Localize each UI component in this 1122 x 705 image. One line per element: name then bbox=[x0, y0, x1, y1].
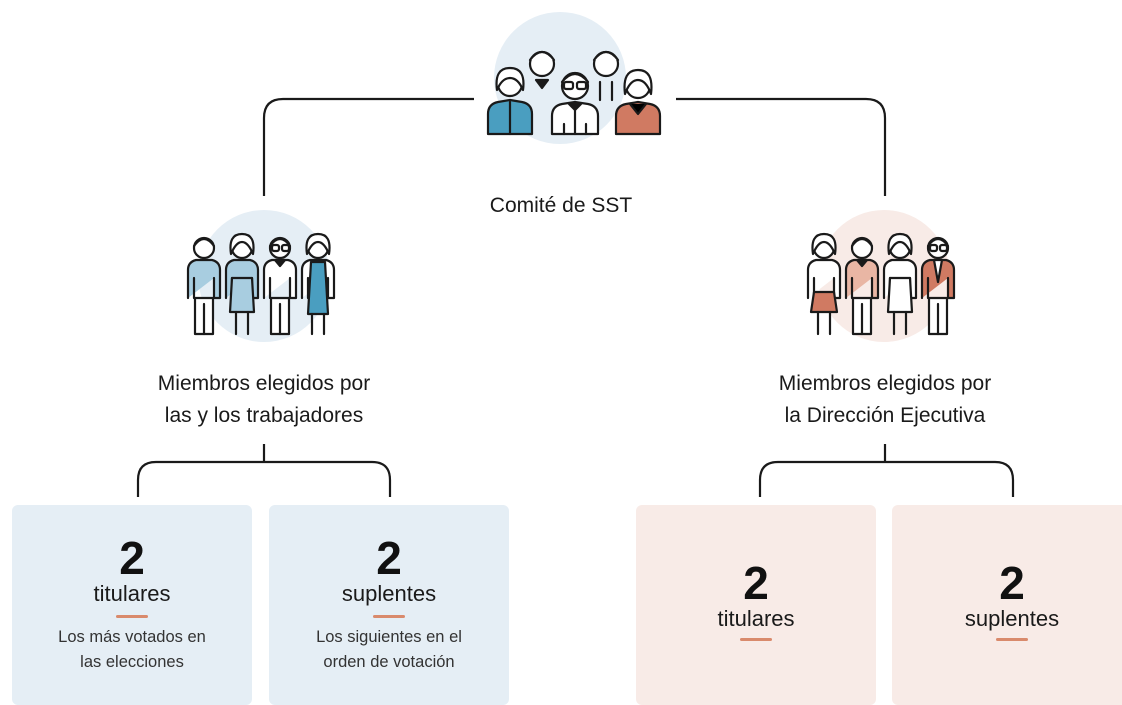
workers-titulares-kind: titulares bbox=[93, 581, 171, 606]
workers-group-icon bbox=[186, 232, 336, 336]
management-titulares-kind: titulares bbox=[717, 606, 795, 631]
accent-underline bbox=[116, 615, 148, 618]
connector-right-fork bbox=[758, 460, 1015, 497]
accent-underline bbox=[373, 615, 405, 618]
workers-titulares-desc-line2: las elecciones bbox=[80, 653, 184, 671]
workers-label: Miembros elegidos por las y los trabajad… bbox=[104, 368, 424, 432]
workers-titulares-desc: Los más votados en las elecciones bbox=[12, 625, 252, 675]
workers-suplentes-desc-line1: Los siguientes en el bbox=[316, 628, 462, 646]
workers-titulares-number: 2 bbox=[119, 532, 145, 584]
management-label: Miembros elegidos por la Dirección Ejecu… bbox=[720, 368, 1050, 432]
workers-suplentes-kind: suplentes bbox=[341, 581, 437, 606]
committee-group-icon bbox=[486, 50, 662, 136]
connector-root-right bbox=[676, 97, 887, 196]
accent-underline bbox=[996, 638, 1028, 641]
connector-left-fork bbox=[136, 460, 392, 497]
connector-root-left bbox=[262, 97, 474, 196]
workers-suplentes-card: 2 suplentes Los siguientes en el orden d… bbox=[269, 505, 509, 705]
workers-titulares-desc-line1: Los más votados en bbox=[58, 628, 206, 646]
management-label-line2: la Dirección Ejecutiva bbox=[784, 404, 986, 427]
workers-label-line1: Miembros elegidos por bbox=[157, 372, 371, 395]
management-group-icon bbox=[806, 232, 956, 336]
root-label: Comité de SST bbox=[489, 194, 633, 217]
workers-suplentes-desc-line2: orden de votación bbox=[323, 653, 455, 671]
management-suplentes-kind: suplentes bbox=[964, 606, 1060, 631]
management-suplentes-card: 2 suplentes bbox=[892, 505, 1122, 705]
accent-underline bbox=[740, 638, 772, 641]
management-label-line1: Miembros elegidos por bbox=[778, 372, 992, 395]
workers-titulares-card: 2 titulares Los más votados en las elecc… bbox=[12, 505, 252, 705]
workers-suplentes-desc: Los siguientes en el orden de votación bbox=[269, 625, 509, 675]
management-titulares-number: 2 bbox=[743, 557, 769, 609]
management-suplentes-number: 2 bbox=[999, 557, 1025, 609]
management-titulares-card: 2 titulares bbox=[636, 505, 876, 705]
workers-suplentes-number: 2 bbox=[376, 532, 402, 584]
workers-label-line2: las y los trabajadores bbox=[164, 404, 364, 427]
